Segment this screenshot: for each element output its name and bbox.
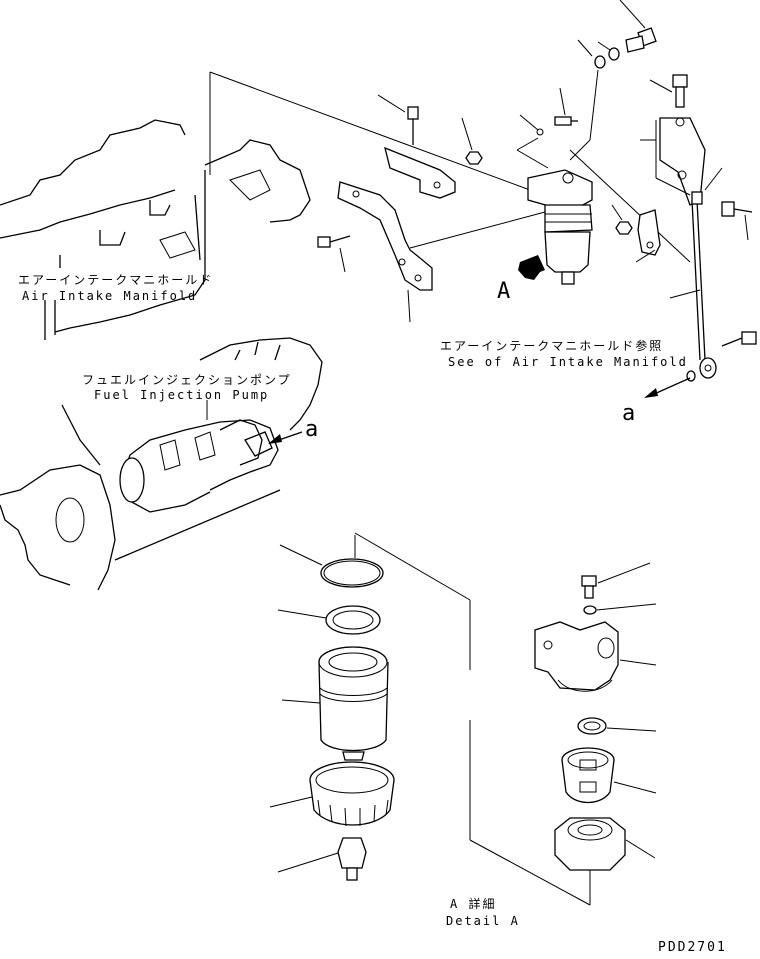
fuel-pipe xyxy=(691,191,717,379)
ref-a-lower-label: a xyxy=(305,417,318,442)
water-separator-cup xyxy=(561,747,615,804)
air-intake-manifold-drawing xyxy=(0,119,311,340)
upper-bracket xyxy=(384,146,456,199)
ref-arrow-a-lower xyxy=(268,431,303,444)
detail-a-label-jp: A 詳細 xyxy=(450,896,496,911)
fuel-injection-pump-drawing xyxy=(0,337,323,591)
bolt-right-lower xyxy=(721,331,757,347)
air-intake-label-en: Air Intake Manifold xyxy=(22,289,197,303)
bolt-detail xyxy=(581,575,597,599)
ref-arrow-a-upper xyxy=(644,377,691,398)
filter-cartridge xyxy=(318,646,389,761)
filter-bowl-nut xyxy=(554,817,626,871)
bolt-left-bracket xyxy=(317,235,351,248)
air-intake-label-jp: エアーインテークマニホールド xyxy=(18,273,213,287)
mounting-bracket xyxy=(337,181,433,291)
nut-clip xyxy=(615,221,633,235)
bolt-filter-top xyxy=(536,116,578,136)
see-air-intake-label-en: See of Air Intake Manifold xyxy=(448,355,688,369)
small-clip-bracket xyxy=(637,209,661,256)
bolt-upper-center xyxy=(407,106,419,145)
bowl-ring xyxy=(309,761,395,827)
see-air-intake-label-jp: エアーインテークマニホールド参照 xyxy=(440,338,663,353)
washers-top-right xyxy=(594,47,620,69)
gasket-ring xyxy=(325,605,381,635)
drawing-code: PDD2701 xyxy=(658,940,727,955)
bolt-right-middle xyxy=(721,201,753,217)
o-ring xyxy=(320,558,384,588)
nut-upper-center xyxy=(465,151,483,165)
view-a-label: A xyxy=(497,279,510,304)
view-arrow-a xyxy=(518,255,545,280)
ref-a-upper-label: a xyxy=(622,401,635,426)
filter-head xyxy=(534,621,619,692)
bolt-top-right xyxy=(625,27,657,53)
bolt-right-upper xyxy=(672,74,688,108)
fuel-filter-assembly xyxy=(527,169,593,285)
seal-ring-detail xyxy=(577,717,607,735)
detail-a-label-en: Detail A xyxy=(446,914,520,928)
washer-detail xyxy=(583,605,597,615)
drain-plug xyxy=(337,837,367,881)
fuel-pump-label-en: Fuel Injection Pump xyxy=(94,388,269,402)
fuel-pump-label-jp: フュエルインジェクションポンプ xyxy=(82,373,292,387)
